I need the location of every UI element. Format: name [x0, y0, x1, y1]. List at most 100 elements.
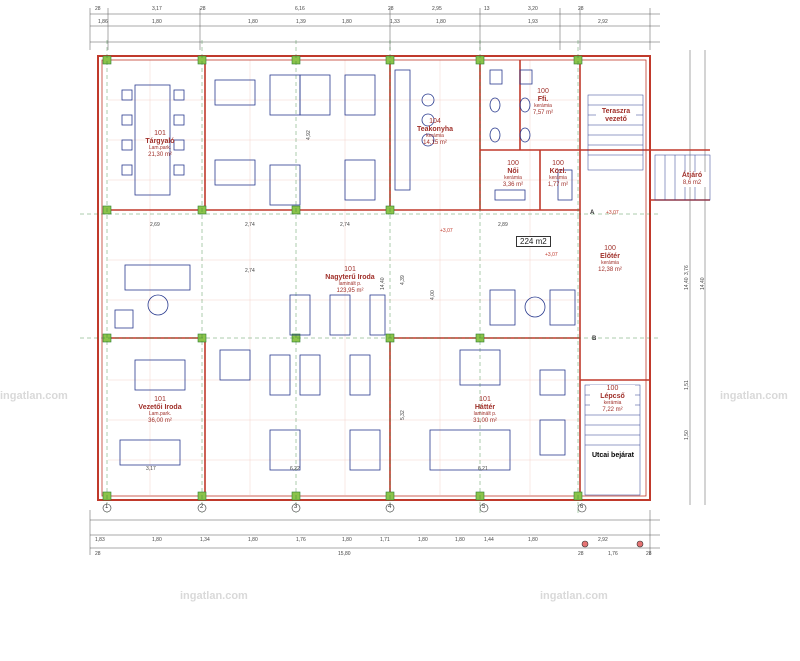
right-dim-1: 14,40 [684, 277, 690, 290]
elevation-2: +3,07 [606, 210, 619, 216]
axis-markers [102, 503, 644, 548]
room-director: 101 Vezetői Iroda Lam.park. 36,00 m² [130, 396, 190, 425]
room-name: Vezetői Iroda [138, 404, 182, 412]
room-area: 31,00 m² [473, 417, 497, 424]
room-floor: kerámia [603, 400, 622, 407]
bottom-dim-7: 1,71 [380, 537, 390, 543]
bottom-dim-1: 1,83 [95, 537, 105, 543]
top-dim2-4: 1,39 [296, 19, 306, 25]
room-passage: Átjáró 8,6 m2 [676, 172, 708, 187]
watermark-bottom-right: ingatlan.com [540, 590, 608, 602]
room-meeting: 101 Tárgyaló Lam.park. 21,30 m² [130, 130, 190, 159]
room-area: 8,6 m2 [682, 180, 702, 187]
room-area: 1,77 m² [547, 181, 569, 188]
inner-dim-4: 2,89 [498, 222, 508, 228]
bottom-dim-11: 1,80 [528, 537, 538, 543]
right-dim-4: 1,50 [684, 430, 690, 440]
room-stairs: 100 Lépcső kerámia 7,22 m² [590, 385, 635, 414]
bottom-dim-3: 1,34 [200, 537, 210, 543]
room-number: 101 [479, 396, 491, 403]
inner-dim-1: 2,69 [150, 222, 160, 228]
inner-dim-8: 3,17 [146, 466, 156, 472]
room-name: Átjáró [681, 172, 703, 179]
watermark-bottom-left: ingatlan.com [180, 590, 248, 602]
room-area: 7,22 m² [602, 406, 623, 413]
room-floor: kerámia [534, 103, 552, 110]
room-area: 21,30 m² [148, 151, 172, 158]
room-name: Teakonyha [416, 126, 454, 134]
room-number: 100 [552, 160, 564, 167]
room-area: 14,15 m² [423, 139, 447, 146]
room-kitchen: 104 Teakonyha kerámia 14,15 m² [405, 118, 465, 147]
top-dimension-lines [89, 8, 660, 50]
top-dim2-6: 1,33 [390, 19, 400, 25]
inner-dim-6: 4,92 [306, 130, 312, 140]
total-area-label: 224 m2 [516, 236, 551, 247]
room-floor: kerámia [426, 133, 444, 140]
axis-a: A [590, 210, 595, 216]
room-name: Háttér [474, 404, 496, 412]
inner-dim-2: 2,74 [245, 222, 255, 228]
room-number: 104 [429, 118, 441, 125]
top-dim-3: 28 [200, 6, 206, 12]
watermark-right: ingatlan.com [720, 390, 788, 402]
room-name: Előtér [600, 253, 620, 261]
furniture [114, 69, 576, 471]
room-name: Lépcső [600, 393, 625, 401]
top-dim-5: 28 [388, 6, 394, 12]
top-dim-6: 2,95 [432, 6, 442, 12]
bottom-dim-2: 1,80 [152, 537, 162, 543]
axis-3: 3 [294, 504, 298, 510]
room-name: Női [507, 168, 519, 176]
room-open-office: 101 Nagyterű Iroda laminált p. 123,95 m² [310, 266, 390, 295]
room-corridor: 100 Közl. kerámia 1,77 m² [538, 160, 578, 189]
room-name: Teraszra vezető [601, 108, 631, 124]
axis-1: 1 [105, 504, 109, 510]
room-area: 36,00 m² [148, 417, 172, 424]
room-number: 100 [606, 385, 619, 392]
room-name: Közl. [549, 168, 567, 176]
inner-dim-10: 6,21 [478, 466, 488, 472]
room-number: 100 [537, 88, 549, 95]
room-floor: laminált p. [473, 411, 497, 418]
bottom-dimension-lines [89, 510, 660, 555]
room-floor: Lam.park. [148, 411, 172, 418]
bottom-dim2-1: 28 [95, 551, 101, 557]
room-number: 100 [604, 245, 616, 252]
inner-dim-9: 6,22 [290, 466, 300, 472]
room-area: 7,57 m² [532, 109, 554, 116]
right-dimension-lines [689, 50, 706, 505]
room-area: 3,36 m² [502, 181, 524, 188]
room-womens-wc: 100 Női kerámia 3,36 m² [493, 160, 533, 189]
right-dim-2: 14,40 [700, 277, 706, 290]
room-name: Ffi. [537, 96, 549, 104]
top-dim2-2: 1,80 [152, 19, 162, 25]
bottom-dim2-5: 28 [646, 551, 652, 557]
axis-b: B [592, 336, 597, 342]
top-dim-8: 3,20 [528, 6, 538, 12]
bottom-dim-5: 1,76 [296, 537, 306, 543]
room-number: 101 [344, 266, 356, 273]
room-mens-wc: 100 Ffi. kerámia 7,57 m² [523, 88, 563, 117]
bottom-dim-10: 1,44 [484, 537, 494, 543]
room-number: 101 [154, 130, 166, 137]
top-dim-2: 3,17 [152, 6, 162, 12]
top-dim2-1: 1,86 [98, 19, 108, 25]
room-floor: kerámia [504, 175, 522, 182]
room-number: 101 [154, 396, 166, 403]
top-dim-9: 28 [578, 6, 584, 12]
watermark-left: ingatlan.com [0, 390, 68, 402]
axis-6: 6 [580, 504, 584, 510]
top-dim2-9: 2,92 [598, 19, 608, 25]
top-dim2-5: 1,80 [342, 19, 352, 25]
bottom-dim-12: 2,92 [598, 537, 608, 543]
axis-2: 2 [200, 504, 204, 510]
bottom-dim2-4: 1,76 [608, 551, 618, 557]
room-lobby: 100 Előtér kerámia 12,38 m² [590, 245, 630, 274]
room-floor: kerámia [601, 260, 619, 267]
top-dim-1: 28 [95, 6, 101, 12]
top-dim2-3: 1,80 [248, 19, 258, 25]
right-dim-5: 1,51 [684, 380, 690, 390]
top-dim2-7: 1,80 [436, 19, 446, 25]
